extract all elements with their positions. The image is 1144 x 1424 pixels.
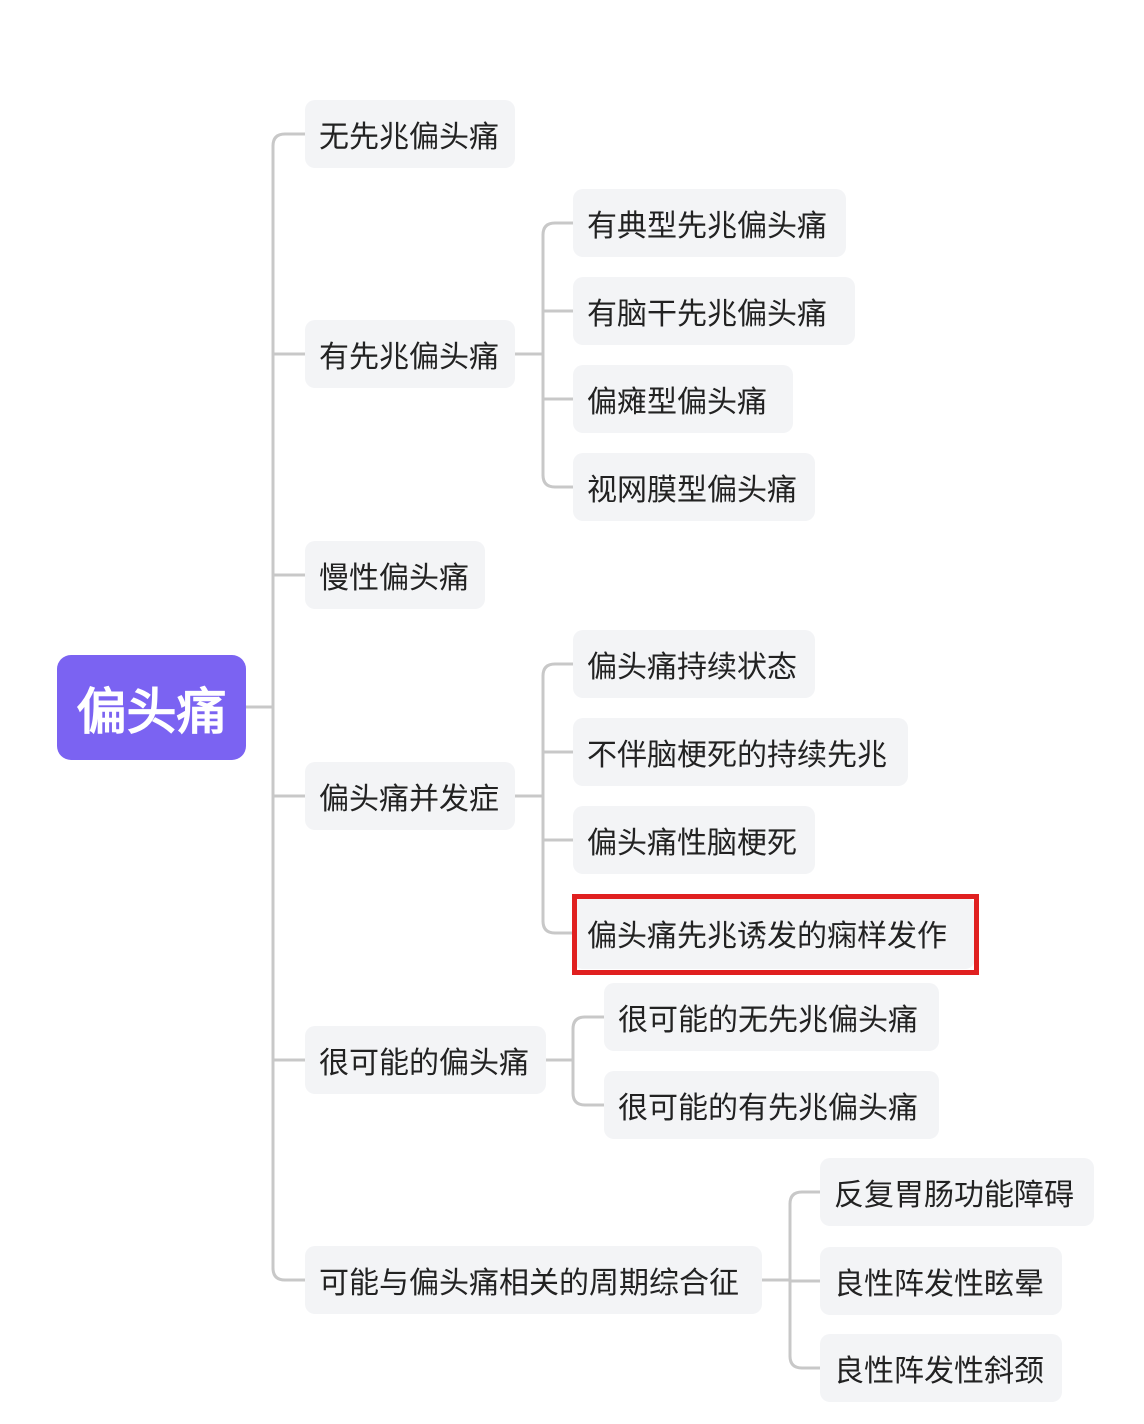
branch-node-migraine-without-aura[interactable]: 无先兆偏头痛	[305, 100, 515, 168]
branch-node-probable-migraine[interactable]: 很可能的偏头痛	[305, 1026, 546, 1094]
leaf-node-probable-without-aura[interactable]: 很可能的无先兆偏头痛	[604, 983, 939, 1051]
leaf-node-hemiplegic-migraine[interactable]: 偏瘫型偏头痛	[573, 365, 793, 433]
syndromes-connector-arm-2	[788, 1354, 822, 1370]
root-connector-arm-5	[271, 1266, 307, 1282]
branch-node-migraine-complications[interactable]: 偏头痛并发症	[305, 762, 515, 830]
leaf-node-brainstem-aura[interactable]: 有脑干先兆偏头痛	[573, 277, 855, 345]
probable-connector-arm-0	[571, 1015, 606, 1031]
root-connector-arm-0	[271, 132, 307, 148]
leaf-node-persistent-aura[interactable]: 不伴脑梗死的持续先兆	[573, 718, 908, 786]
branch-node-chronic-migraine[interactable]: 慢性偏头痛	[305, 541, 485, 609]
probable-connector-arm-1	[571, 1091, 606, 1107]
leaf-node-benign-paroxysmal-vertigo[interactable]: 良性阵发性眩晕	[820, 1247, 1062, 1315]
leaf-node-retinal-migraine[interactable]: 视网膜型偏头痛	[573, 453, 815, 521]
leaf-node-recurrent-gi-disturbance[interactable]: 反复胃肠功能障碍	[820, 1158, 1094, 1226]
leaf-node-status-migrainosus[interactable]: 偏头痛持续状态	[573, 630, 815, 698]
complications-connector-arm-0	[541, 662, 575, 678]
branch-node-migraine-with-aura[interactable]: 有先兆偏头痛	[305, 320, 515, 388]
aura-connector-arm-3	[541, 473, 575, 489]
aura-connector-arm-0	[541, 221, 575, 237]
root-node[interactable]: 偏头痛	[57, 655, 246, 760]
leaf-node-benign-paroxysmal-torticollis[interactable]: 良性阵发性斜颈	[820, 1334, 1062, 1402]
syndromes-connector-arm-0	[788, 1190, 822, 1206]
leaf-node-migrainous-infarction[interactable]: 偏头痛性脑梗死	[573, 806, 815, 874]
complications-connector-arm-3	[541, 919, 575, 935]
leaf-node-aura-triggered-seizure[interactable]: 偏头痛先兆诱发的痫样发作	[573, 897, 975, 969]
leaf-node-typical-aura[interactable]: 有典型先兆偏头痛	[573, 189, 846, 257]
leaf-node-probable-with-aura[interactable]: 很可能的有先兆偏头痛	[604, 1071, 939, 1139]
branch-node-episodic-syndromes[interactable]: 可能与偏头痛相关的周期综合征	[305, 1246, 762, 1314]
